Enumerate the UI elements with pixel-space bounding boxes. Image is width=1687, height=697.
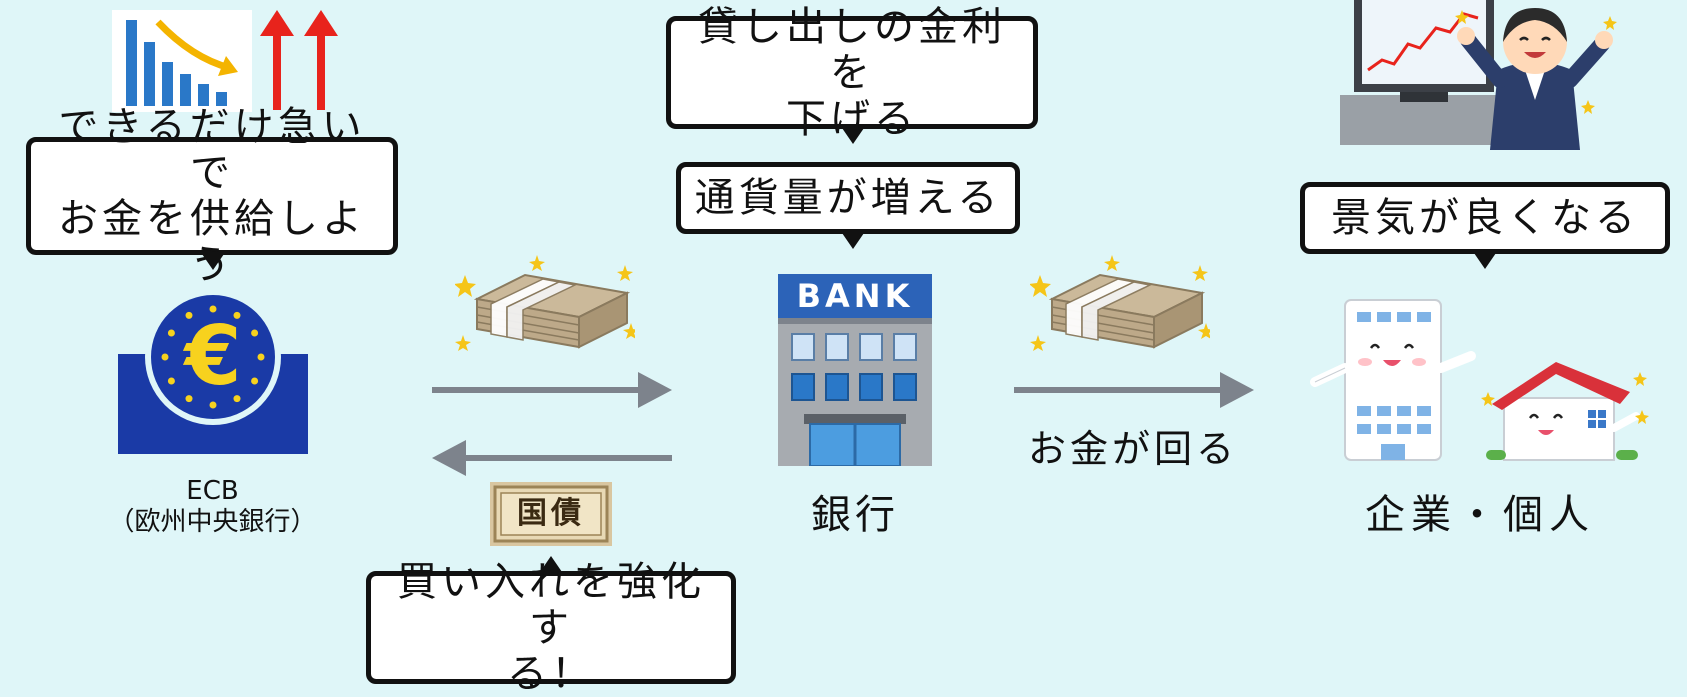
bond-text: 国債 — [517, 496, 585, 531]
ecb-speech-bubble: できるだけ急いで お金を供給しよう — [26, 104, 398, 288]
money-stack-icon-right — [1030, 255, 1210, 360]
economy-improves-bubble: 景気が良くなる — [1300, 182, 1670, 254]
money-supply-bubble: 通貨量が増える — [676, 162, 1020, 234]
red-up-arrows-icon — [258, 10, 342, 110]
bank-sign-text: BANK — [796, 277, 914, 315]
money-supply-tail — [842, 233, 864, 249]
economy-improves-tail — [1474, 253, 1496, 269]
arrow-bank-to-ecb — [432, 440, 672, 476]
ecb-label: ECB （欧州中央銀行） — [108, 476, 317, 538]
government-bond-icon: 国債 — [490, 482, 612, 546]
arrow-bank-to-companies — [1014, 372, 1254, 408]
arrow-ecb-to-bank — [432, 372, 672, 408]
bond-purchase-bubble: 買い入れを強化す る！ — [366, 559, 736, 697]
ecb-speech-tail — [202, 254, 224, 270]
falling-rates-chart-icon — [112, 10, 252, 112]
happy-businesswoman-icon — [1340, 0, 1620, 150]
bank-building-icon: BANK — [778, 274, 932, 466]
ecb-logo-icon: € — [118, 292, 308, 454]
house-icon — [1480, 352, 1650, 464]
company-building-icon — [1305, 296, 1485, 466]
lower-rates-tail — [842, 128, 864, 144]
lower-rates-bubble: 貸し出しの金利を 下げる — [666, 4, 1038, 142]
money-stack-icon — [455, 255, 635, 360]
bank-label: 銀行 — [811, 492, 899, 538]
euro-symbol: € — [184, 309, 242, 404]
bond-speech-tail — [540, 556, 562, 572]
money-flow-label: お金が回る — [1027, 427, 1238, 471]
companies-individuals-label: 企業・個人 — [1365, 492, 1595, 538]
